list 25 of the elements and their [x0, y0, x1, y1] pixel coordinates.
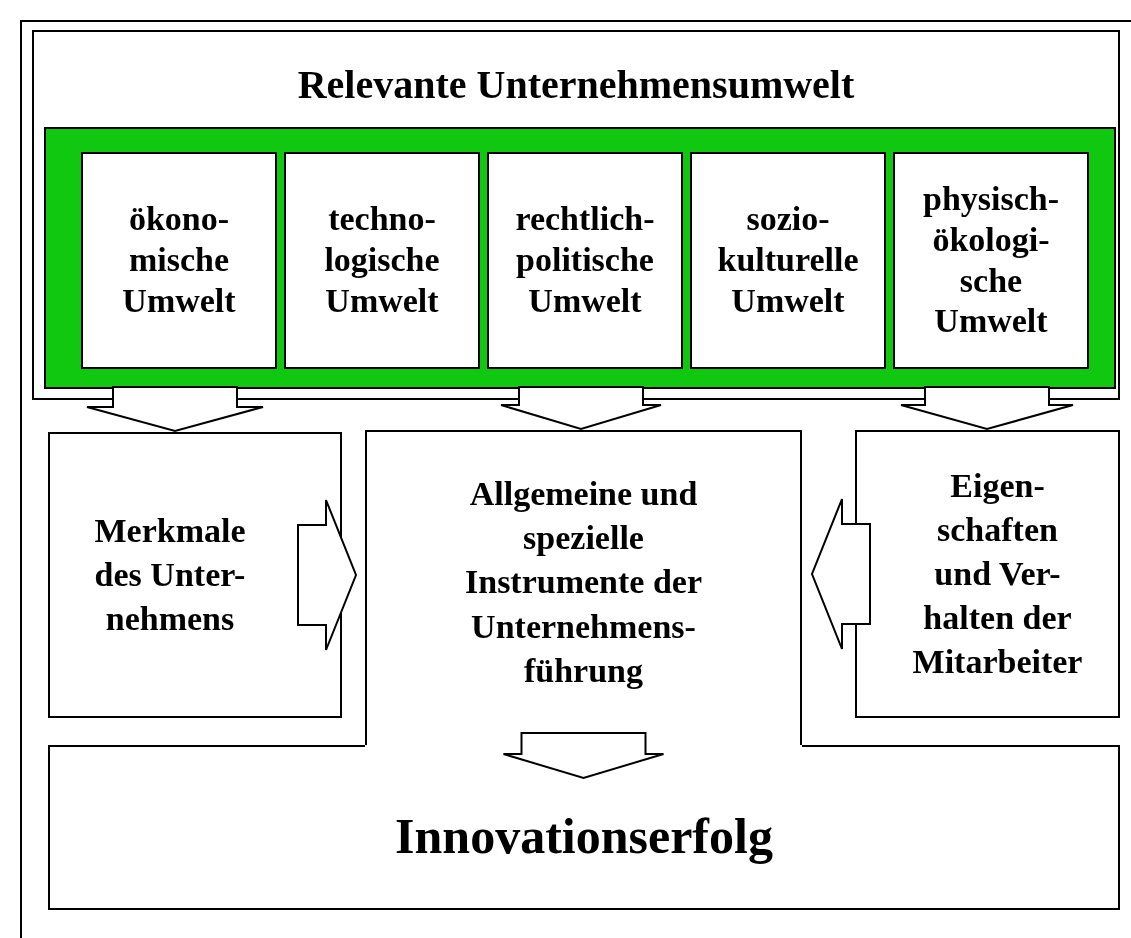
environment-box — [32, 30, 1120, 400]
process-box — [690, 152, 886, 369]
process-box — [893, 152, 1089, 369]
node-text: techno- logische Umwelt — [324, 199, 440, 321]
process-box — [48, 432, 342, 718]
node-text: Eigen- schaften und Ver- halten der Mitarbeiter — [911, 465, 1084, 683]
title-text: Relevante Unternehmensumwelt — [297, 61, 855, 109]
block-arrow — [810, 498, 871, 650]
process-box — [855, 430, 1120, 718]
node-text: Merkmale des Unter- nehmens — [94, 510, 246, 640]
process-box — [284, 152, 480, 369]
node-text: Innovationserfolg — [395, 807, 773, 867]
block-arrow — [86, 386, 264, 433]
process-box — [81, 152, 277, 369]
block-arrow — [500, 386, 662, 431]
process-box — [487, 152, 683, 369]
node-text: physisch- ökologi- sche Umwelt — [922, 178, 1060, 342]
block-arrow — [502, 732, 665, 780]
block-arrow — [900, 386, 1074, 431]
block-arrow — [297, 499, 358, 651]
node-text: rechtlich- politische Umwelt — [515, 199, 655, 321]
node-text: Allgemeine und spezielle Instrumente der Unternehmens- führung — [464, 474, 703, 691]
environment-band — [44, 127, 1116, 389]
node-text: sozio- kulturelle Umwelt — [717, 199, 859, 321]
node-text: ökono- mische Umwelt — [122, 199, 236, 321]
